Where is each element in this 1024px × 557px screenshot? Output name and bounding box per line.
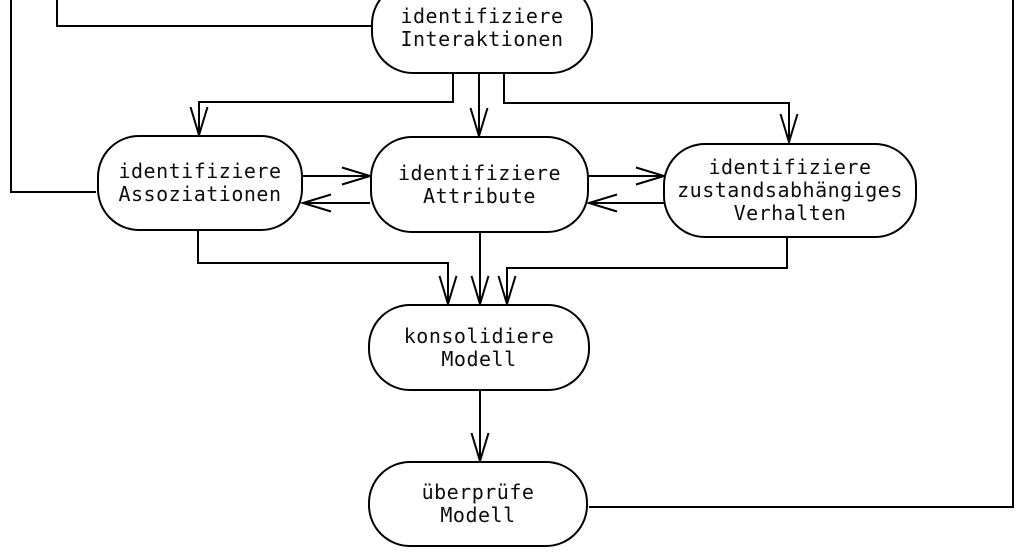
connector-assoziationen-konsolidiere: [197, 231, 449, 301]
connector-interaktionen-verhalten: [503, 74, 790, 139]
node-label: identifiziere Attribute: [397, 160, 562, 208]
node-label: identifiziere Assoziationen: [118, 159, 282, 206]
connector-interaktionen-assoziationen: [198, 74, 454, 132]
node-identifiziere-interaktionen: identifiziere Interaktionen: [371, 0, 593, 74]
node-label: konsolidiere Modell: [403, 323, 555, 371]
arrowhead-down-icon: [779, 113, 799, 146]
node-label: identifiziere Interaktionen: [400, 4, 564, 51]
connector-top-to-assoziationen: [10, 0, 96, 193]
node-label: identifiziere zustandsabhängiges Verhalt…: [677, 155, 903, 225]
connector-top-to-interaktionen: [56, 0, 371, 27]
node-konsolidiere-modell: konsolidiere Modell: [368, 304, 590, 391]
arrowhead-left-icon: [299, 193, 332, 213]
arrowhead-left-icon: [585, 193, 618, 213]
node-identifiziere-zustandsabhaengiges-verhalten: identifiziere zustandsabhängiges Verhalt…: [663, 143, 917, 238]
connector-verhalten-konsolidiere: [506, 238, 788, 301]
connector-ueberpruefe-to-top: [589, 0, 1014, 508]
node-ueberpruefe-modell: überprüfe Modell: [368, 461, 588, 547]
node-identifiziere-assoziationen: identifiziere Assoziationen: [97, 135, 303, 231]
node-label: überprüfe Modell: [421, 480, 535, 527]
node-identifiziere-attribute: identifiziere Attribute: [370, 136, 589, 233]
